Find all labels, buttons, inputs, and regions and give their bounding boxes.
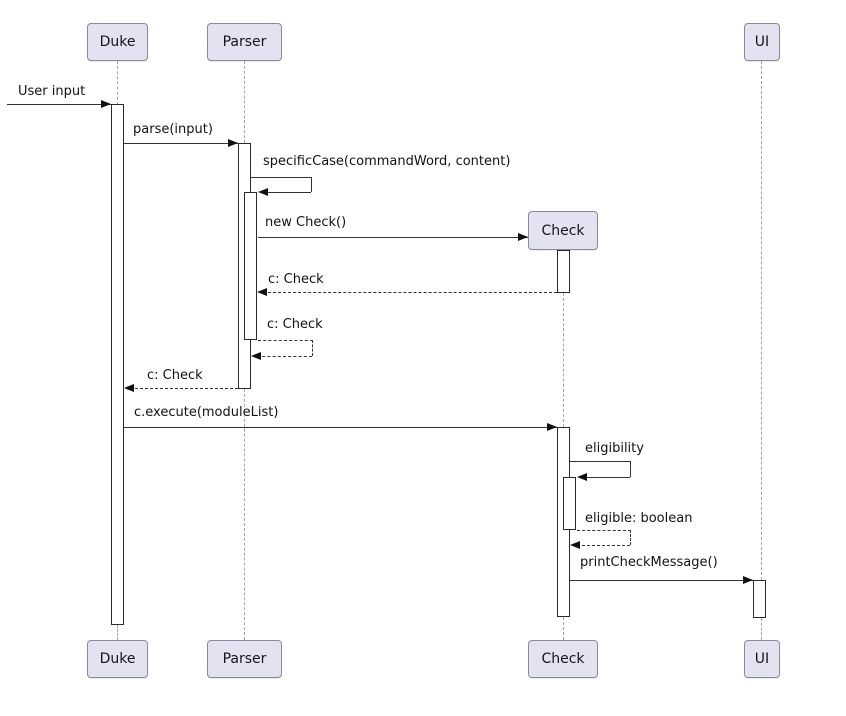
participant-label: Parser bbox=[222, 651, 267, 667]
message-label: c: Check bbox=[268, 272, 324, 287]
activation-parser-nested bbox=[244, 192, 257, 340]
arrowhead-icon bbox=[547, 423, 557, 431]
arrowhead-icon bbox=[101, 100, 111, 108]
message-label: c: Check bbox=[267, 317, 323, 332]
arrowhead-icon bbox=[743, 576, 753, 584]
participant-label: Parser bbox=[222, 34, 267, 50]
selfcall-line bbox=[264, 192, 311, 193]
lifeline-ui bbox=[761, 61, 762, 580]
return-line bbox=[258, 340, 313, 341]
activation-check-create bbox=[557, 250, 570, 293]
participant-label: UI bbox=[754, 651, 770, 667]
participant-ui-top: UI bbox=[744, 23, 780, 61]
selfcall-line bbox=[570, 461, 631, 462]
participant-check-created: Check bbox=[528, 211, 598, 250]
message-label: c.execute(moduleList) bbox=[134, 405, 279, 420]
arrowhead-icon bbox=[518, 233, 528, 241]
participant-label: Check bbox=[541, 222, 585, 239]
message-label: eligible: boolean bbox=[585, 511, 693, 526]
arrowhead-icon bbox=[124, 384, 134, 392]
message-line bbox=[7, 104, 111, 105]
message-line bbox=[258, 237, 528, 238]
participant-parser-top: Parser bbox=[207, 23, 282, 61]
message-line bbox=[124, 143, 238, 144]
return-line bbox=[577, 545, 630, 546]
message-label: specificCase(commandWord, content) bbox=[263, 154, 511, 169]
lifeline-duke bbox=[117, 625, 118, 640]
message-label: printCheckMessage() bbox=[580, 555, 718, 570]
participant-label: Check bbox=[541, 651, 585, 667]
return-line bbox=[577, 530, 631, 531]
lifeline-parser bbox=[244, 61, 245, 143]
message-label: eligibility bbox=[585, 441, 644, 456]
selfcall-line bbox=[583, 477, 630, 478]
message-line bbox=[570, 580, 753, 581]
arrowhead-icon bbox=[257, 288, 267, 296]
return-line bbox=[257, 356, 312, 357]
participant-check-bottom: Check bbox=[528, 640, 598, 678]
lifeline-parser bbox=[244, 389, 245, 640]
participant-label: Duke bbox=[99, 34, 136, 50]
message-label: c: Check bbox=[147, 368, 203, 383]
lifeline-check bbox=[563, 617, 564, 640]
lifeline-duke bbox=[117, 61, 118, 105]
participant-ui-bottom: UI bbox=[744, 640, 780, 678]
selfcall-line bbox=[630, 461, 631, 477]
lifeline-ui bbox=[761, 618, 762, 640]
return-line bbox=[263, 292, 557, 293]
return-line bbox=[312, 340, 313, 356]
participant-parser-bottom: Parser bbox=[207, 640, 282, 678]
message-line bbox=[124, 427, 557, 428]
lifeline-check bbox=[563, 293, 564, 427]
message-label: parse(input) bbox=[133, 122, 213, 137]
arrowhead-icon bbox=[570, 541, 580, 549]
arrowhead-icon bbox=[228, 139, 238, 147]
activation-check-nested bbox=[563, 477, 576, 530]
activation-ui bbox=[753, 580, 766, 618]
message-label: User input bbox=[18, 84, 86, 99]
selfcall-line bbox=[251, 177, 312, 178]
activation-duke bbox=[111, 104, 124, 625]
participant-duke-bottom: Duke bbox=[87, 640, 148, 678]
selfcall-line bbox=[311, 177, 312, 192]
participant-label: Duke bbox=[99, 651, 136, 667]
arrowhead-icon bbox=[258, 188, 268, 196]
message-label: new Check() bbox=[265, 215, 347, 230]
arrowhead-icon bbox=[251, 352, 261, 360]
participant-duke-top: Duke bbox=[87, 23, 148, 61]
return-line bbox=[130, 388, 238, 389]
return-line bbox=[630, 530, 631, 545]
arrowhead-icon bbox=[577, 473, 587, 481]
participant-label: UI bbox=[754, 34, 770, 50]
